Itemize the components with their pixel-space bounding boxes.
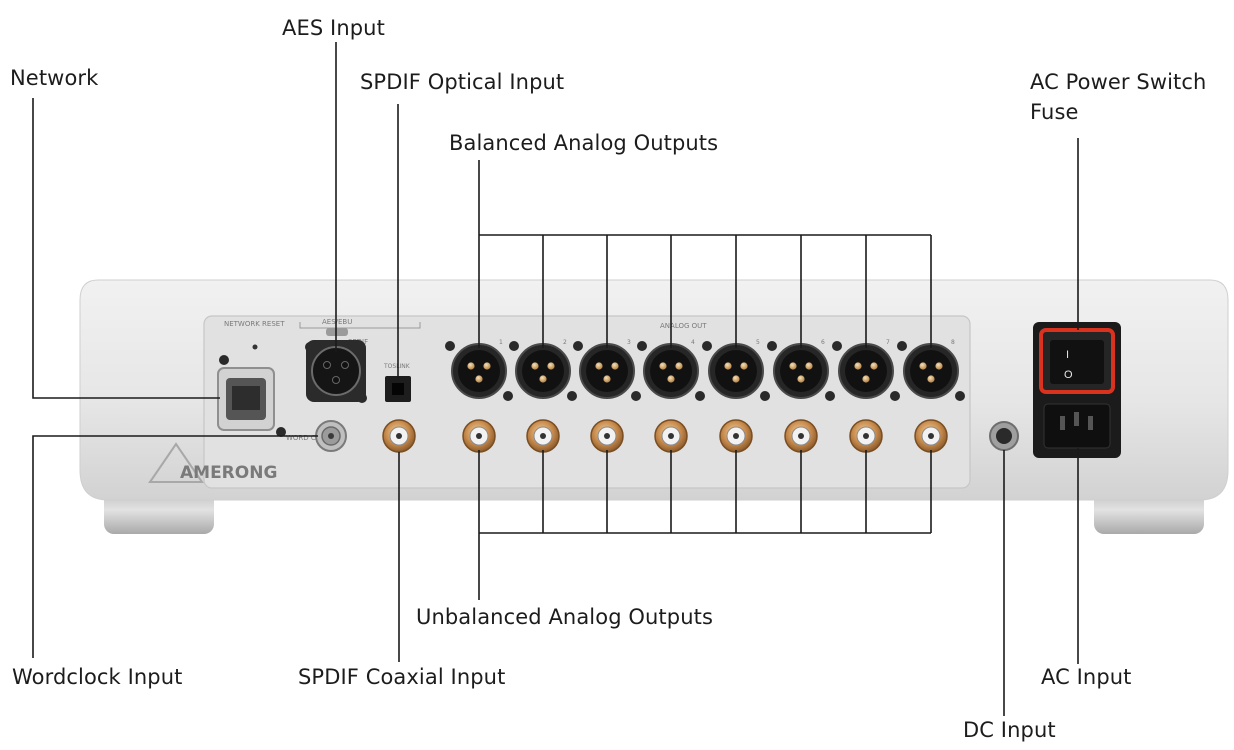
label-aes-input: AES Input [282,16,385,40]
label-fuse: Fuse [1030,100,1079,124]
label-wordclock-input: Wordclock Input [12,665,183,689]
xlr-output-6: 6 [767,339,835,401]
rca-output-2 [526,419,560,453]
label-ac-input: AC Input [1041,665,1132,689]
network-port [217,344,286,437]
rca-output-5 [719,419,753,453]
label-dc-input: DC Input [963,718,1056,742]
word-clock-engraving: WORD CLOCK [286,434,335,442]
rca-output-7 [849,419,883,453]
channel-number-1: 1 [499,339,503,346]
balanced-output-connectors: 1 2 3 4 5 6 7 8 [445,339,965,401]
channel-number-8: 8 [951,339,955,346]
toslink-engraving: TOSLINK [383,363,411,370]
unbalanced-output-connectors [382,419,948,453]
spdif-optical-port [385,376,411,402]
rca-output-4 [654,419,688,453]
label-spdif-coaxial-input: SPDIF Coaxial Input [298,665,506,689]
switch-o-label: O [1064,369,1073,381]
network-leader [32,98,220,399]
aes-xlr-connector [305,328,367,403]
channel-number-3: 3 [627,339,631,346]
brand-logo: AMERONG [148,442,277,483]
spdif-coaxial-rca [382,419,416,453]
output-bus-lines [478,160,932,600]
channel-number-5: 5 [756,339,760,346]
switch-i-label: I [1066,349,1069,361]
rca-output-1 [462,419,496,453]
xlr-output-7: 7 [832,339,900,401]
label-spdif-optical-input: SPDIF Optical Input [360,70,565,94]
label-ac-power-switch: AC Power Switch [1030,70,1207,94]
label-balanced-analog-outputs: Balanced Analog Outputs [449,131,719,155]
wordclock-leader [32,435,318,658]
rca-output-3 [590,419,624,453]
xlr-output-5: 5 [702,339,770,401]
dc-input-jack [989,421,1019,451]
label-unbalanced-analog-outputs: Unbalanced Analog Outputs [416,605,713,629]
network-reset-engraving: NETWORK RESET [224,320,285,328]
channel-number-4: 4 [691,339,695,346]
channel-number-2: 2 [563,339,567,346]
label-network: Network [10,66,99,90]
leader-lines [32,42,1079,716]
brand-text: AMERONG [180,463,277,483]
rca-output-6 [784,419,818,453]
channel-number-7: 7 [886,339,890,346]
channel-number-6: 6 [821,339,825,346]
xlr-output-3: 3 [573,339,641,401]
rca-output-8 [914,419,948,453]
xlr-output-1: 1 [445,339,513,401]
aes-engraving: AES/EBU [322,318,352,326]
ac-power-module: I O [1033,322,1121,458]
wordclock-bnc-connector [315,420,347,452]
xlr-output-8: 8 [897,339,965,401]
xlr-output-4: 4 [637,339,705,401]
analog-out-engraving: ANALOG OUT [660,322,707,330]
